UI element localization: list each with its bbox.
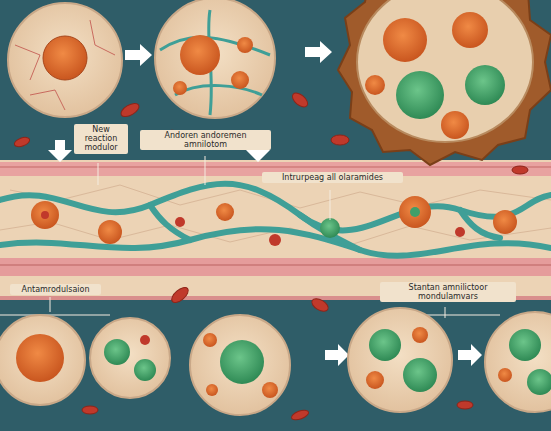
annotation-label: New reaction modulor bbox=[74, 124, 128, 154]
annotation-label: Antamrodulsaion bbox=[10, 284, 101, 295]
annotation-label: Andoren andoremen amnilotom bbox=[140, 130, 271, 150]
annotation-label: Intrurpeag all olaramides bbox=[262, 172, 403, 183]
annotation-label: Stantan amnilictoor mondulamvars bbox=[380, 282, 516, 302]
